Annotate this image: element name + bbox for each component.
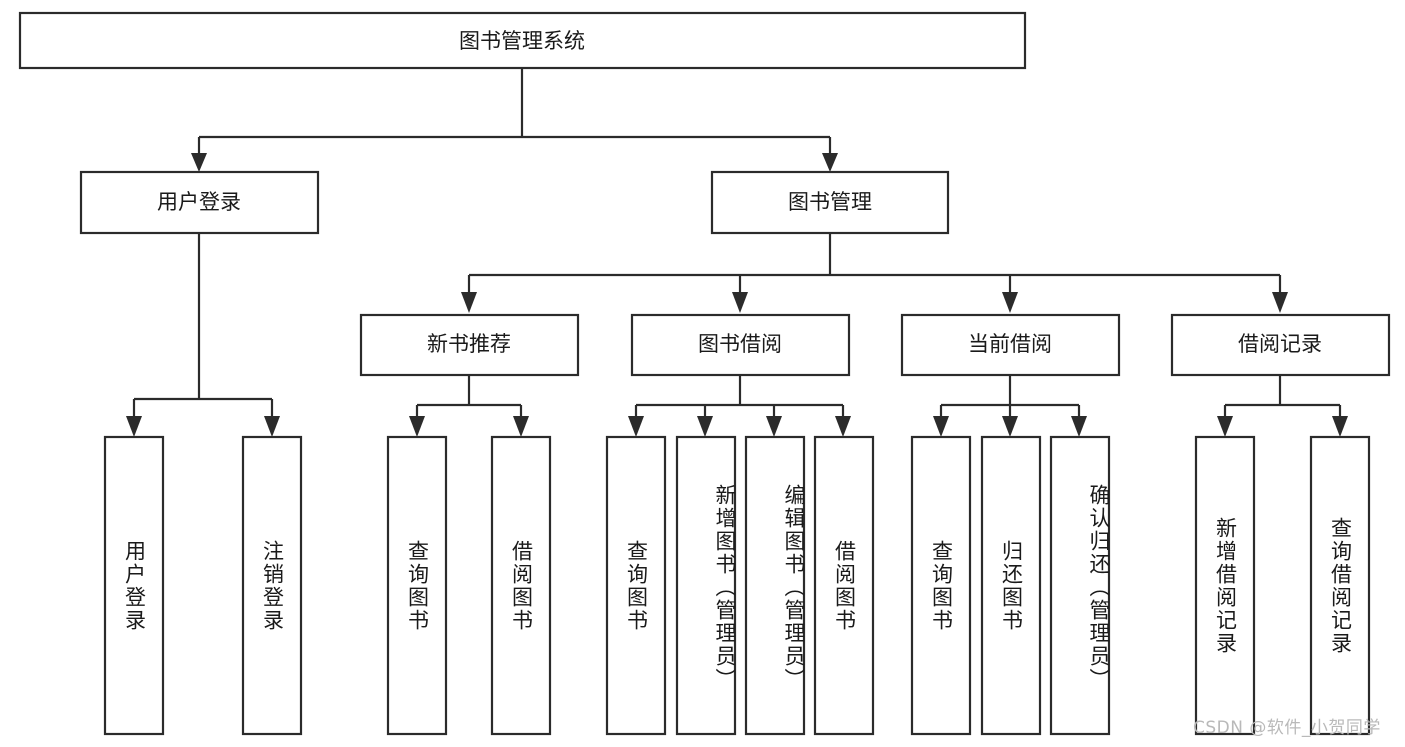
node-leaf-borrow-book-2-box[interactable] bbox=[813, 435, 875, 736]
node-borrow-record-label: 借阅记录 bbox=[1238, 332, 1322, 356]
arrow-head-leaf-edit-book bbox=[766, 416, 782, 437]
node-book-borrow-label: 图书借阅 bbox=[698, 332, 782, 356]
node-new-book-recommend-box[interactable] bbox=[359, 313, 580, 377]
arrow-head-leaf-confirm-return bbox=[1071, 416, 1087, 437]
arrow-head-book-management bbox=[822, 153, 838, 172]
arrow-head-leaf-add-record bbox=[1217, 416, 1233, 437]
arrow-head-leaf-add-book bbox=[697, 416, 713, 437]
node-current-borrow[interactable]: 当前借阅 bbox=[900, 313, 1121, 377]
arrow-head-leaf-query-record bbox=[1332, 416, 1348, 437]
arrow-head-leaf-borrow-book-2 bbox=[835, 416, 851, 437]
node-borrow-record-box[interactable] bbox=[1170, 313, 1391, 377]
node-leaf-add-record-box[interactable] bbox=[1194, 435, 1256, 736]
node-leaf-borrow-book-1-box[interactable] bbox=[490, 435, 552, 736]
node-leaf-add-book-box[interactable] bbox=[675, 435, 737, 736]
arrow-head-leaf-query-book-2 bbox=[628, 416, 644, 437]
connectors-book-borrow-to-leaves bbox=[628, 375, 851, 437]
csdn-watermark: CSDN @软件_小贺同学 bbox=[1193, 718, 1381, 738]
connectors-current-borrow-to-leaves bbox=[933, 375, 1087, 437]
arrow-head-leaf-user-logout bbox=[264, 416, 280, 437]
node-root[interactable]: 图书管理系统 bbox=[18, 11, 1027, 70]
node-leaf-user-login-box[interactable] bbox=[103, 435, 165, 736]
arrow-head-current-borrow bbox=[1002, 292, 1018, 313]
node-book-management[interactable]: 图书管理 bbox=[710, 170, 950, 235]
node-book-management-box[interactable] bbox=[710, 170, 950, 235]
node-root-box[interactable] bbox=[18, 11, 1027, 70]
arrow-head-user-login bbox=[191, 153, 207, 172]
node-leaf-query-book-2-box[interactable] bbox=[605, 435, 667, 736]
node-leaf-query-record-box[interactable] bbox=[1309, 435, 1371, 736]
node-user-login-label: 用户登录 bbox=[157, 190, 241, 214]
node-user-login[interactable]: 用户登录 bbox=[79, 170, 320, 235]
node-leaf-confirm-return-box[interactable] bbox=[1049, 435, 1111, 736]
connectors-borrow-record-to-leaves bbox=[1217, 375, 1348, 437]
node-current-borrow-box[interactable] bbox=[900, 313, 1121, 377]
node-book-borrow[interactable]: 图书借阅 bbox=[630, 313, 851, 377]
node-leaf-user-logout-box[interactable] bbox=[241, 435, 303, 736]
arrow-head-leaf-borrow-book-1 bbox=[513, 416, 529, 437]
leaf-boxes bbox=[103, 435, 1371, 736]
node-new-book-recommend-label: 新书推荐 bbox=[427, 332, 511, 356]
node-leaf-edit-book-box[interactable] bbox=[744, 435, 806, 736]
node-current-borrow-label: 当前借阅 bbox=[968, 332, 1052, 356]
connectors-book-management-to-level2 bbox=[461, 233, 1288, 313]
connectors-root-to-level1 bbox=[191, 69, 838, 172]
arrow-head-leaf-query-book-1 bbox=[409, 416, 425, 437]
connectors-new-book-recommend-to-leaves bbox=[409, 375, 529, 437]
node-leaf-return-book-box[interactable] bbox=[980, 435, 1042, 736]
node-leaf-query-book-1-box[interactable] bbox=[386, 435, 448, 736]
arrow-head-leaf-query-book-3 bbox=[933, 416, 949, 437]
node-book-management-label: 图书管理 bbox=[788, 190, 872, 214]
node-new-book-recommend[interactable]: 新书推荐 bbox=[359, 313, 580, 377]
arrow-head-leaf-return-book bbox=[1002, 416, 1018, 437]
node-leaf-query-book-3-box[interactable] bbox=[910, 435, 972, 736]
node-borrow-record[interactable]: 借阅记录 bbox=[1170, 313, 1391, 377]
arrow-head-leaf-user-login bbox=[126, 416, 142, 437]
node-root-label: 图书管理系统 bbox=[459, 29, 585, 53]
node-book-borrow-box[interactable] bbox=[630, 313, 851, 377]
connectors-user-login-to-leaves bbox=[126, 233, 280, 437]
arrow-head-new-book-recommend bbox=[461, 292, 477, 313]
arrow-head-borrow-record bbox=[1272, 292, 1288, 313]
arrow-head-book-borrow bbox=[732, 292, 748, 313]
node-user-login-box[interactable] bbox=[79, 170, 320, 235]
